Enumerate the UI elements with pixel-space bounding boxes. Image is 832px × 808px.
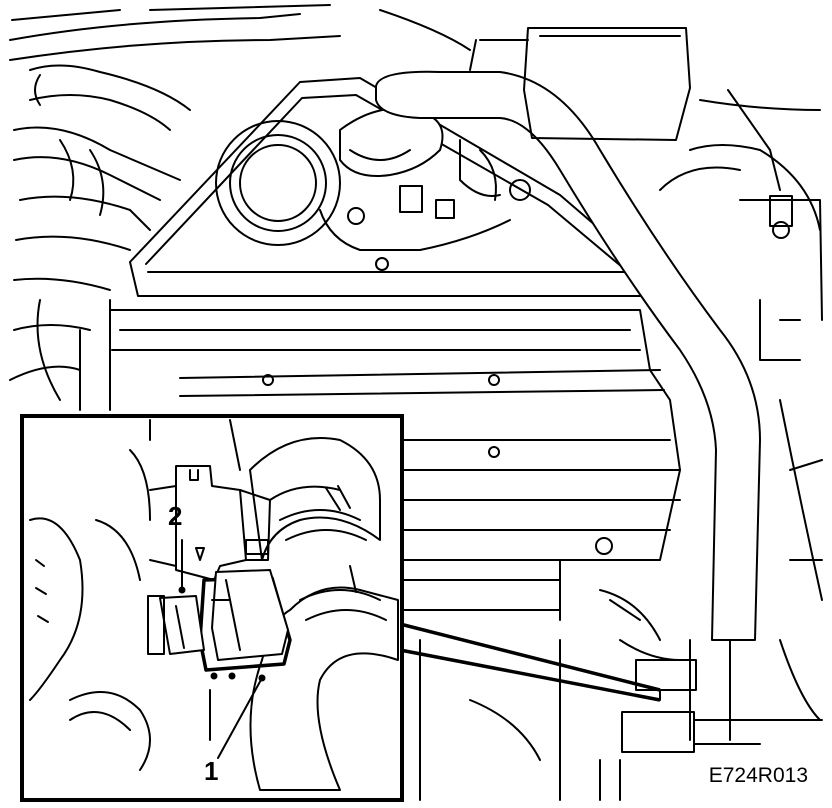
electrical-connector — [149, 465, 271, 581]
main-pipe — [375, 70, 761, 741]
callout-1: 1 — [204, 756, 218, 786]
filler-cap — [215, 120, 341, 246]
detail-inset — [20, 414, 404, 802]
inset-leader — [399, 622, 661, 702]
figure-reference-code: E724R013 — [709, 764, 808, 787]
callout-2: 2 — [168, 501, 182, 531]
connector-plug — [147, 569, 292, 672]
engine-bay-background — [9, 4, 823, 801]
